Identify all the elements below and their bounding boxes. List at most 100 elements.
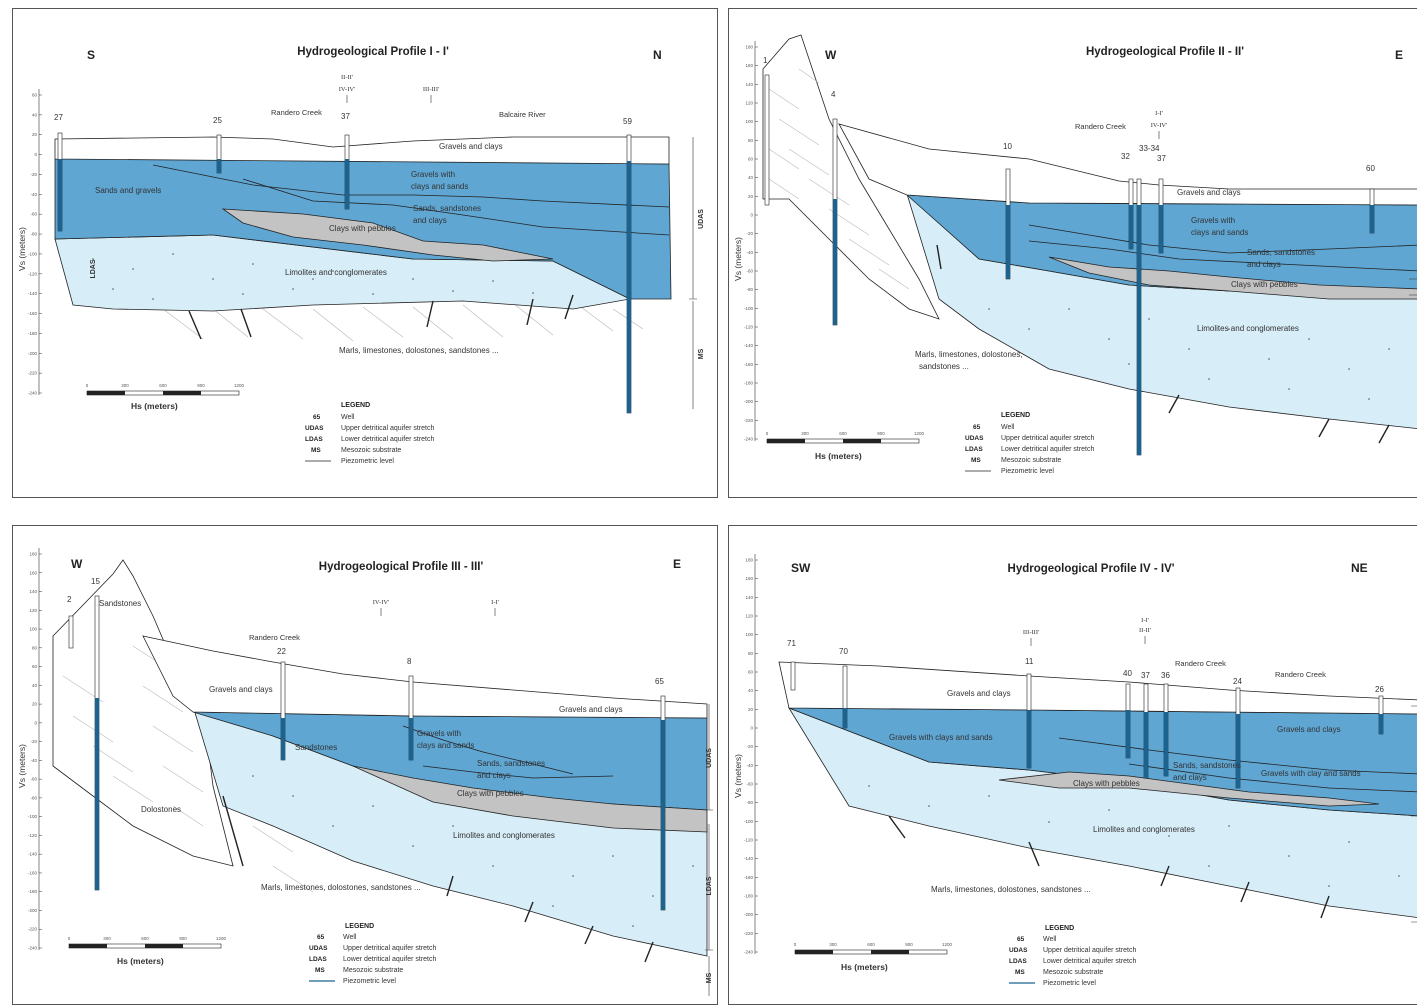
y-tick-label: -140: [28, 852, 38, 857]
y-tick-label: 140: [745, 595, 753, 600]
y-tick-label: 100: [29, 627, 37, 632]
svg-text:Mesozoic substrate: Mesozoic substrate: [1001, 457, 1061, 464]
profile-4-diagram: 180160140120100806040200-20-40-60-80-100…: [733, 554, 1417, 987]
ldas-dots: [988, 308, 1390, 400]
y-tick-label: 60: [748, 157, 754, 162]
unit-label: Clays with pebbles: [329, 224, 396, 233]
svg-text:UDAS: UDAS: [305, 425, 324, 432]
feature-label: Randero Creek: [1175, 659, 1226, 668]
well-number: 27: [54, 113, 63, 122]
y-tick-label: -120: [744, 325, 754, 330]
unit-label: Limolites and conglomerates: [453, 831, 555, 840]
clays-with-pebbles-lens: [221, 208, 554, 262]
svg-text:Upper detritical aquifer stret: Upper detritical aquifer stretch: [341, 425, 434, 432]
y-tick-label: -140: [744, 856, 754, 861]
svg-text:1200: 1200: [914, 431, 925, 436]
unit-label: and clays: [477, 771, 511, 780]
vs-label: Vs (meters): [17, 744, 27, 788]
well-number: 25: [213, 116, 222, 125]
y-tick-label: 0: [750, 213, 753, 218]
well-60-screen: [1370, 205, 1374, 233]
well-70-screen: [843, 708, 847, 728]
svg-text:65: 65: [1017, 936, 1025, 943]
unit-label: Gravels with clay and sands: [1261, 769, 1361, 778]
svg-text:Well: Well: [1001, 424, 1015, 431]
svg-text:Piezometric level: Piezometric level: [1043, 980, 1096, 987]
well-number: 24: [1233, 677, 1242, 686]
scale-bar: 0 300 600 900 1200 Hs (meters): [766, 431, 925, 461]
unit-label: Sandstones: [295, 743, 337, 752]
profile-title: Hydrogeological Profile I - I': [297, 46, 449, 58]
svg-text:600: 600: [141, 936, 149, 941]
side-ldas: LDAS: [706, 876, 713, 895]
mesozoic-hatch: [162, 300, 644, 342]
profile-1-diagram: 6040200-20-40-60-80-100-120-140-160-180-…: [17, 46, 705, 465]
vs-label: Vs (meters): [733, 237, 743, 281]
svg-text:LEGEND: LEGEND: [341, 402, 370, 409]
unit-label: Clays with pebbles: [1073, 779, 1140, 788]
y-tick-label: -80: [746, 800, 753, 805]
well-27-screen: [58, 159, 62, 231]
y-tick-label: 60: [32, 664, 38, 669]
svg-text:Mesozoic substrate: Mesozoic substrate: [341, 447, 401, 454]
cut-label: I-I': [1141, 617, 1149, 624]
feature-label: Randero Creek: [1075, 122, 1126, 131]
y-tick-label: -220: [28, 371, 38, 376]
y-tick-label: -100: [744, 819, 754, 824]
well-number: 37: [341, 112, 350, 121]
profile-title: Hydrogeological Profile II - II': [1086, 46, 1244, 58]
well-number: 59: [623, 117, 632, 126]
y-tick-label: 0: [34, 152, 37, 157]
y-tick-label: -200: [744, 399, 754, 404]
y-tick-label: -240: [28, 391, 38, 396]
y-tick-label: 80: [32, 645, 38, 650]
y-tick-label: -120: [744, 838, 754, 843]
ldas-dots: [92, 253, 534, 300]
svg-text:65: 65: [973, 424, 981, 431]
y-tick-label: 120: [745, 614, 753, 619]
svg-text:65: 65: [313, 414, 321, 421]
y-tick-label: -100: [28, 251, 38, 256]
unit-label: Sands, sandstones: [413, 204, 481, 213]
svg-text:Mesozoic substrate: Mesozoic substrate: [1043, 969, 1103, 976]
y-tick-label: 180: [745, 45, 753, 50]
cut-label: I-I': [1155, 110, 1163, 117]
well-71: [790, 661, 796, 691]
svg-text:MS: MS: [315, 967, 325, 974]
y-tick-label: -40: [746, 763, 753, 768]
svg-text:Piezometric level: Piezometric level: [1001, 468, 1054, 475]
y-tick-label: -140: [744, 343, 754, 348]
unit-label: clays and sands: [1191, 228, 1248, 237]
unit-label: Limolites and conglomerates: [1093, 825, 1195, 834]
well-65-screen: [661, 720, 665, 910]
well-number: 11: [1025, 657, 1034, 666]
unit-label: Gravels with: [417, 729, 461, 738]
y-tick-label: 20: [32, 132, 38, 137]
svg-text:1200: 1200: [216, 936, 227, 941]
svg-text:LDAS: LDAS: [305, 436, 323, 443]
hs-label: Hs (meters): [841, 962, 888, 972]
unit-label: Gravels and clays: [559, 705, 623, 714]
y-tick-label: 80: [748, 651, 754, 656]
svg-text:UDAS: UDAS: [1009, 947, 1028, 954]
well-15-screen: [95, 698, 99, 890]
hs-label: Hs (meters): [117, 956, 164, 966]
well-24-screen: [1236, 714, 1240, 788]
cut-label: IV-IV': [373, 599, 389, 606]
y-tick-label: -220: [744, 931, 754, 936]
svg-text:MS: MS: [311, 447, 321, 454]
y-ticks: 180160140120100806040200-20-40-60-80-100…: [744, 45, 758, 442]
well-number: 37: [1141, 671, 1150, 680]
svg-text:600: 600: [867, 942, 875, 947]
well-59-screen: [627, 161, 631, 413]
clays-with-pebbles-lens: [998, 771, 1380, 807]
feature-label: Randero Creek: [249, 633, 300, 642]
well-40-screen: [1126, 710, 1130, 758]
y-tick-label: 100: [745, 119, 753, 124]
y-tick-label: -40: [30, 192, 37, 197]
y-tick-label: -180: [28, 331, 38, 336]
right-direction: E: [1395, 48, 1403, 62]
